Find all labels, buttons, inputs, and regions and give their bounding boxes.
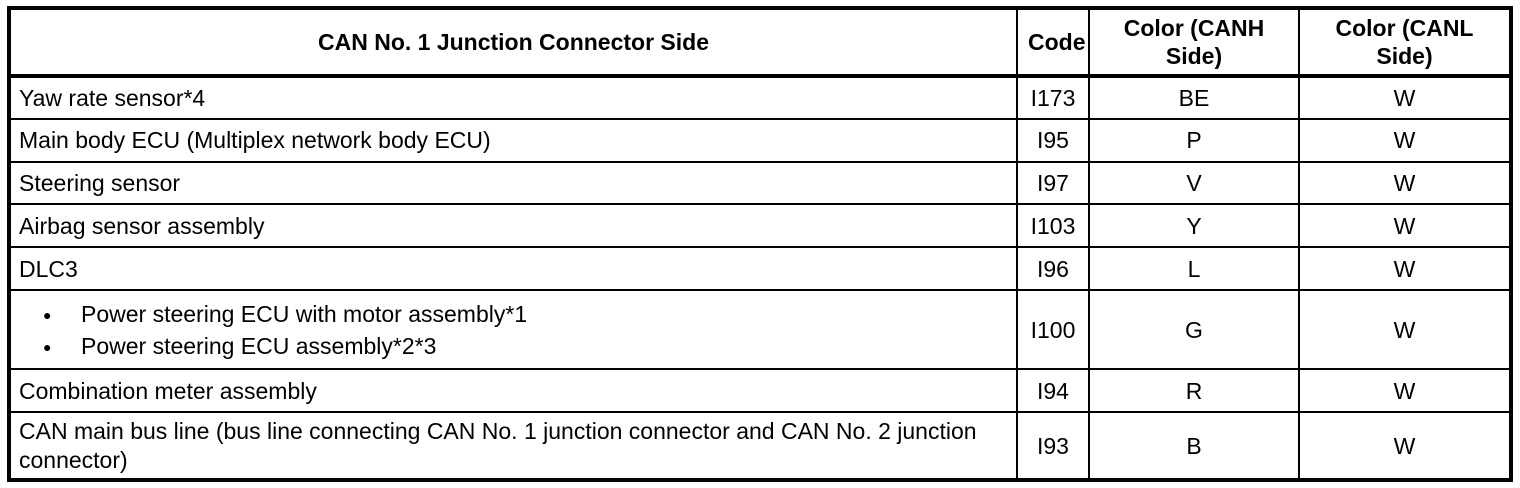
component-cell: Yaw rate sensor*4 — [8, 75, 1018, 120]
canh-color-cell: P — [1088, 117, 1300, 163]
canl-color-cell: W — [1298, 203, 1512, 249]
header-canl-color: Color (CANL Side) — [1298, 6, 1512, 79]
canh-color-cell: R — [1088, 368, 1300, 414]
bullet-icon: ● — [43, 306, 52, 323]
canl-color-cell: W — [1298, 288, 1512, 371]
code-cell: I95 — [1016, 117, 1090, 163]
canh-color-cell: G — [1088, 288, 1300, 371]
table-row-steering-sensor: Steering sensor I97 V W — [8, 160, 1512, 206]
component-cell: Steering sensor — [8, 160, 1018, 206]
component-cell: Airbag sensor assembly — [8, 203, 1018, 249]
canh-color-cell: BE — [1088, 75, 1300, 120]
component-cell: DLC3 — [8, 246, 1018, 291]
canl-color-cell: W — [1298, 160, 1512, 206]
table-row-combination-meter: Combination meter assembly I94 R W — [8, 368, 1512, 414]
code-cell: I97 — [1016, 160, 1090, 206]
list-item-label: Power steering ECU with motor assembly*1 — [81, 300, 528, 327]
canh-color-cell: L — [1088, 246, 1300, 291]
header-code: Code — [1016, 6, 1090, 79]
code-cell: I103 — [1016, 203, 1090, 249]
code-cell: I96 — [1016, 246, 1090, 291]
header-component: CAN No. 1 Junction Connector Side — [8, 6, 1018, 79]
table-row-power-steering-ecu: ● Power steering ECU with motor assembly… — [8, 288, 1512, 371]
table-row-dlc3: DLC3 I96 L W — [8, 246, 1512, 291]
component-cell: Main body ECU (Multiplex network body EC… — [8, 117, 1018, 163]
code-cell: I93 — [1016, 411, 1090, 481]
header-row: CAN No. 1 Junction Connector Side Code C… — [8, 6, 1512, 79]
table-row-yaw-rate-sensor: Yaw rate sensor*4 I173 BE W — [8, 75, 1512, 120]
table-row-can-main-bus-line: CAN main bus line (bus line connecting C… — [8, 411, 1512, 481]
code-cell: I94 — [1016, 368, 1090, 414]
canl-color-cell: W — [1298, 117, 1512, 163]
table-row-airbag-sensor: Airbag sensor assembly I103 Y W — [8, 203, 1512, 249]
code-cell: I100 — [1016, 288, 1090, 371]
list-item: ● Power steering ECU assembly*2*3 — [19, 332, 1008, 360]
canl-color-cell: W — [1298, 75, 1512, 120]
component-cell: ● Power steering ECU with motor assembly… — [8, 288, 1018, 371]
canh-color-cell: Y — [1088, 203, 1300, 249]
list-item-label: Power steering ECU assembly*2*3 — [81, 332, 437, 359]
component-cell: CAN main bus line (bus line connecting C… — [8, 411, 1018, 481]
canh-color-cell: B — [1088, 411, 1300, 481]
can-junction-connector-table: CAN No. 1 Junction Connector Side Code C… — [7, 6, 1513, 482]
component-cell: Combination meter assembly — [8, 368, 1018, 414]
canl-color-cell: W — [1298, 411, 1512, 481]
bullet-icon: ● — [43, 338, 52, 355]
list-item: ● Power steering ECU with motor assembly… — [19, 300, 1008, 328]
table-row-main-body-ecu: Main body ECU (Multiplex network body EC… — [8, 117, 1512, 163]
canl-color-cell: W — [1298, 368, 1512, 414]
header-canh-color: Color (CANH Side) — [1088, 6, 1300, 79]
code-cell: I173 — [1016, 75, 1090, 120]
canl-color-cell: W — [1298, 246, 1512, 291]
canh-color-cell: V — [1088, 160, 1300, 206]
